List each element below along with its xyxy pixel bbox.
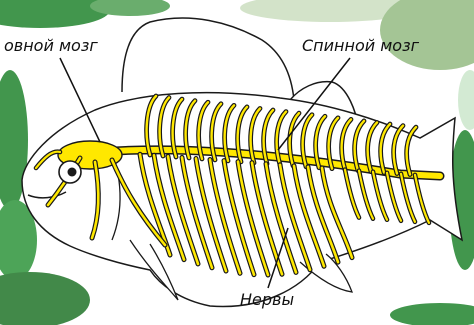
pupil: [68, 168, 77, 177]
dorsal-fin: [122, 18, 294, 100]
brain-label: овной мозг: [4, 36, 98, 55]
spinal-cord-label: Спинной мозг: [302, 36, 419, 55]
nerves-label: Нервы: [240, 290, 294, 309]
